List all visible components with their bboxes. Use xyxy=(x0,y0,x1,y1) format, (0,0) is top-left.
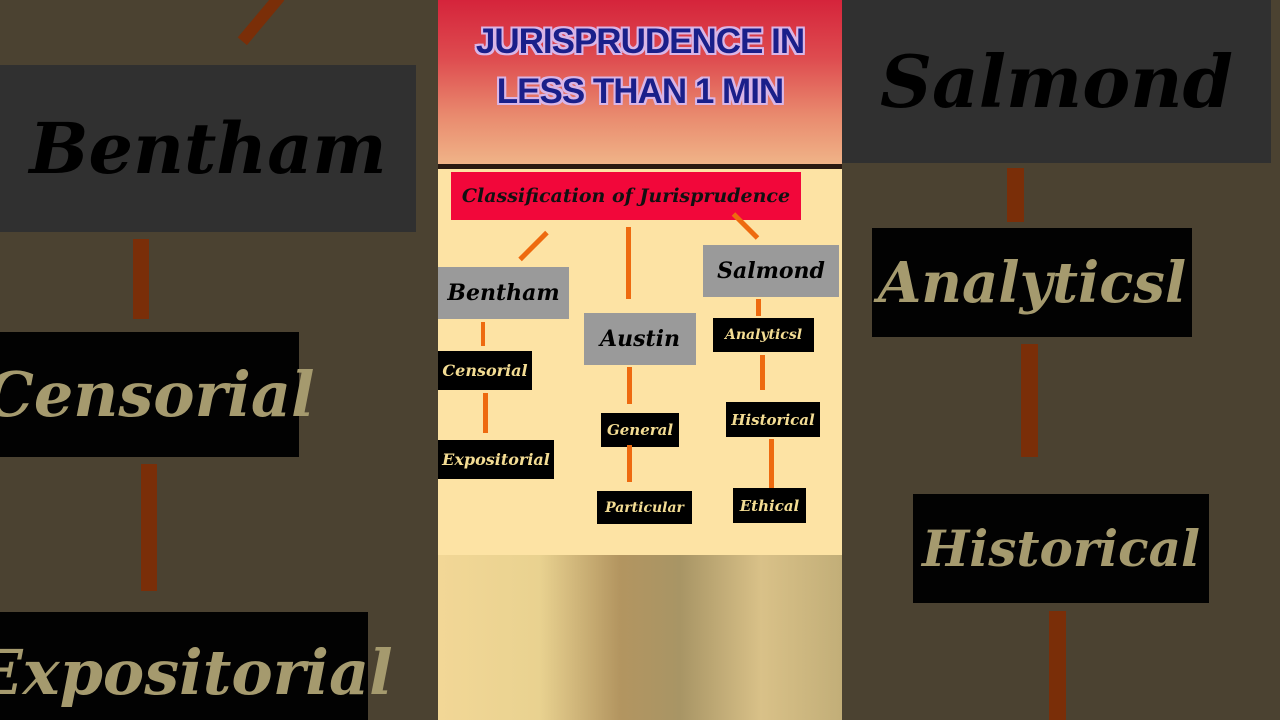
blurred-expositorial-label: Expositorial xyxy=(0,635,393,709)
node-salmond: Salmond xyxy=(703,245,839,297)
node-expositorial: Expositorial xyxy=(438,440,554,479)
connector-line xyxy=(237,0,285,46)
title-line-1: JURISPRUDENCE IN xyxy=(475,22,805,61)
blurred-historical-box: Historical xyxy=(913,494,1209,603)
node-analytical-label: Analyticsl xyxy=(724,327,803,343)
blurred-salmond-label: Salmond xyxy=(880,39,1233,124)
node-general: General xyxy=(601,413,679,447)
connector-line xyxy=(1021,344,1038,457)
blurred-historical-label: Historical xyxy=(921,519,1200,578)
node-austin: Austin xyxy=(584,313,696,365)
node-historical: Historical xyxy=(726,402,820,437)
node-salmond-label: Salmond xyxy=(717,258,825,284)
blurred-censorial-label: Censorial xyxy=(0,358,315,431)
left-blurred-background: Bentham Censorial Expositorial xyxy=(0,0,438,720)
node-censorial-label: Censorial xyxy=(442,361,528,380)
title-line-2: LESS THAN 1 MIN xyxy=(496,72,784,111)
node-censorial: Censorial xyxy=(438,351,532,390)
root-node-classification: Classification of Jurisprudence xyxy=(451,172,801,220)
connector-line xyxy=(1049,611,1066,720)
connector-salmond-analytical xyxy=(756,299,761,316)
node-historical-label: Historical xyxy=(731,410,815,429)
blurred-analytical-box: Analyticsl xyxy=(872,228,1192,337)
connector-bentham-censorial xyxy=(481,322,485,346)
node-analytical: Analyticsl xyxy=(713,318,814,352)
blurred-analytical-label: Analyticsl xyxy=(877,249,1187,316)
blurred-salmond-box: Salmond xyxy=(842,0,1271,163)
node-ethical-label: Ethical xyxy=(739,496,800,515)
blurred-expositorial-box: Expositorial xyxy=(0,612,393,720)
blurred-gold-footer xyxy=(438,555,842,720)
connector-historical-ethical xyxy=(769,439,774,488)
connector-general-particular xyxy=(627,445,632,482)
node-expositorial-label: Expositorial xyxy=(442,450,550,469)
connector-censorial-expositorial xyxy=(483,393,488,433)
connector-root-austin xyxy=(626,227,631,299)
video-frame: JURISPRUDENCE IN LESS THAN 1 MIN Classif… xyxy=(438,0,842,720)
node-bentham-label: Bentham xyxy=(447,280,560,306)
blurred-bentham-box: Bentham xyxy=(0,65,416,232)
connector-line xyxy=(1007,168,1024,222)
node-particular-label: Particular xyxy=(605,499,684,516)
connector-line xyxy=(141,464,157,591)
connector-root-bentham xyxy=(518,230,549,262)
blurred-bentham-label: Bentham xyxy=(29,107,387,190)
node-austin-label: Austin xyxy=(600,326,680,352)
node-particular: Particular xyxy=(597,491,692,524)
connector-line xyxy=(133,239,149,319)
root-node-label: Classification of Jurisprudence xyxy=(461,185,791,207)
right-blurred-background: Salmond Analyticsl Historical xyxy=(842,0,1280,720)
blurred-censorial-box: Censorial xyxy=(0,332,315,457)
connector-austin-general xyxy=(627,367,632,404)
connector-analytical-historical xyxy=(760,355,765,390)
node-ethical: Ethical xyxy=(733,488,806,523)
title-banner: JURISPRUDENCE IN LESS THAN 1 MIN xyxy=(438,0,842,165)
node-general-label: General xyxy=(606,421,674,439)
node-bentham: Bentham xyxy=(438,267,569,319)
divider xyxy=(438,164,842,169)
diagram-canvas: Classification of Jurisprudence Bentham … xyxy=(438,169,842,555)
